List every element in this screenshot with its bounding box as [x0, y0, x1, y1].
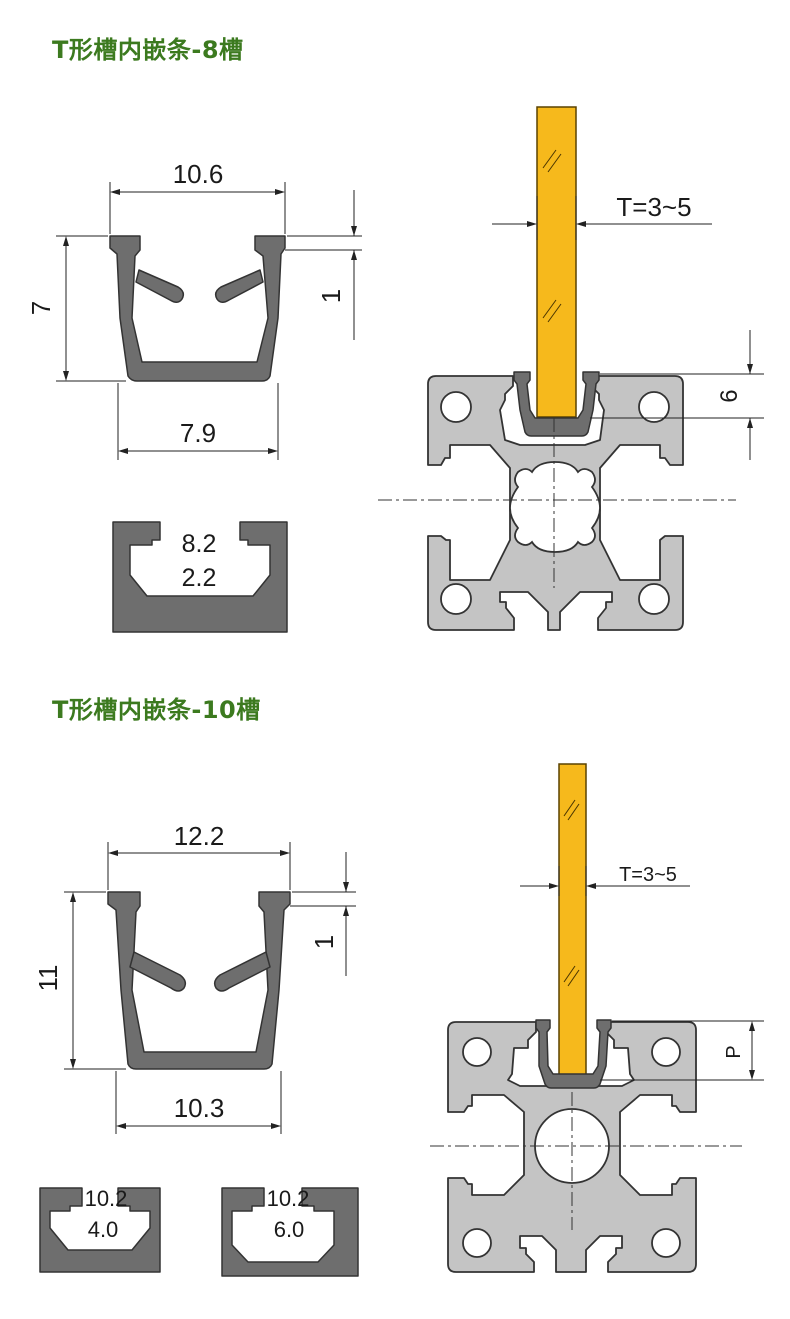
section-title-10-slot: T形槽内嵌条-10槽	[52, 696, 261, 724]
depth-10: P	[723, 1045, 745, 1058]
strip-10-inserted	[535, 1019, 612, 1089]
panel-8-thickness: T=3~5	[616, 192, 691, 222]
profile-hole-bottom-right	[638, 583, 670, 615]
profile-hole-top-left	[440, 391, 472, 423]
dim-8-bottom-width: 7.9	[180, 418, 216, 448]
insert-10-profile-a: 10.2 4.0	[39, 1186, 161, 1273]
panel-10	[558, 763, 587, 1081]
insert-10b-dim-a: 10.2	[267, 1186, 310, 1211]
dim-8-height: 7	[26, 301, 56, 315]
assembly-10: T=3~5 P	[430, 763, 764, 1273]
insert-8-dim-a: 8.2	[182, 530, 217, 558]
insert-10-profile-b: 10.2 6.0	[221, 1186, 359, 1277]
strip-8-inserted	[513, 371, 600, 437]
insert-8-profile: 8.2 2.2	[112, 521, 288, 633]
dim-8-lip: 1	[316, 289, 346, 303]
profile-hole-bottom-left	[440, 583, 472, 615]
dim-10-height: 11	[33, 965, 63, 992]
dim-8-top-width: 10.6	[173, 159, 224, 189]
profile-hole-top-right	[638, 391, 670, 423]
assembly-8: T=3~5 6	[378, 106, 764, 631]
profile10-hole-bottom-left	[462, 1228, 492, 1258]
panel-8	[536, 106, 577, 418]
profile-center-bore	[509, 461, 601, 553]
profile10-hole-top-right	[651, 1037, 681, 1067]
dim-10-top-width: 12.2	[174, 821, 225, 851]
section-title-8-slot: T形槽内嵌条-8槽	[52, 36, 244, 64]
dim-10-bottom-width: 10.3	[174, 1093, 225, 1123]
insert-10b-dim-b: 6.0	[274, 1217, 305, 1242]
dimensions-8: 10.6 7 1 7.9	[26, 159, 362, 460]
dimensions-10: 12.2 11 1 10.3	[33, 821, 356, 1134]
profile10-hole-bottom-right	[651, 1228, 681, 1258]
profile10-hole-top-left	[462, 1037, 492, 1067]
depth-8: 6	[716, 389, 743, 402]
insert-10a-dim-b: 4.0	[88, 1217, 119, 1242]
insert-8-dim-b: 2.2	[182, 564, 217, 592]
dim-10-lip: 1	[309, 935, 339, 949]
insert-10a-dim-a: 10.2	[85, 1186, 128, 1211]
strip-8-cross-section	[109, 235, 286, 382]
strip-10-cross-section	[107, 891, 291, 1070]
panel-10-thickness: T=3~5	[619, 864, 677, 886]
